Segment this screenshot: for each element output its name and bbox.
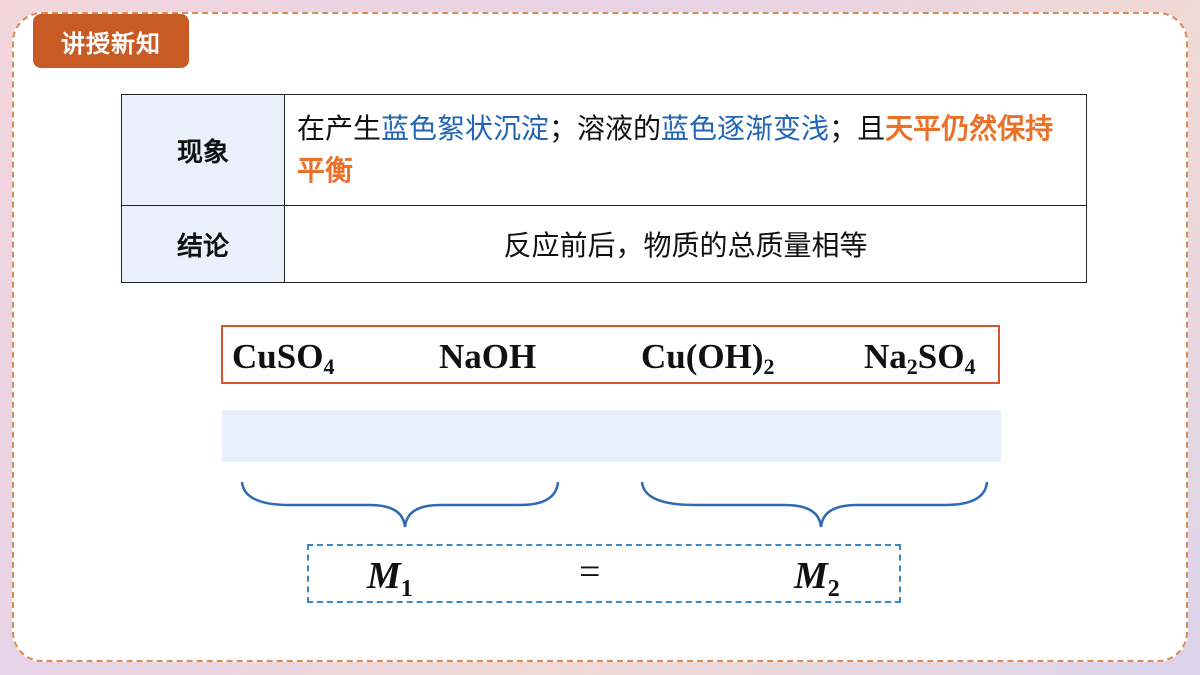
text-segment: ；且 [829, 112, 886, 146]
right-brace [640, 481, 989, 528]
formula-cuoh2: Cu(OH)2 [641, 337, 775, 379]
table-row: 结论 反应前后，物质的总质量相等 [121, 205, 1087, 283]
section-badge: 讲授新知 [33, 14, 189, 68]
left-brace [240, 481, 560, 528]
reaction-formula-box: CuSO4 NaOH Cu(OH)2 Na2SO4 [221, 325, 1000, 384]
text-segment: ；溶液的 [549, 112, 662, 146]
formula-cuso4: CuSO4 [232, 337, 335, 379]
mass-m1: M1 [367, 555, 413, 602]
row-header-conclusion: 结论 [121, 205, 285, 283]
conclusion-text: 反应前后，物质的总质量相等 [284, 205, 1087, 283]
formula-na2so4: Na2SO4 [864, 337, 976, 379]
table-row: 现象 在产生蓝色絮状沉淀；溶液的蓝色逐渐变浅；且天平仍然保持平衡 [121, 93, 1087, 207]
observation-table: 现象 在产生蓝色絮状沉淀；溶液的蓝色逐渐变浅；且天平仍然保持平衡 结论 反应前后… [121, 93, 1087, 283]
equals-sign: = [579, 551, 601, 593]
mass-equation-box: M1 = M2 [307, 544, 901, 603]
formula-naoh: NaOH [439, 337, 537, 376]
mass-m2: M2 [794, 555, 840, 602]
highlight-blue: 蓝色逐渐变浅 [661, 112, 830, 146]
answer-blank [222, 410, 1001, 462]
text-segment: 在产生 [297, 112, 382, 146]
highlight-blue: 蓝色絮状沉淀 [381, 112, 550, 146]
phenomenon-description: 在产生蓝色絮状沉淀；溶液的蓝色逐渐变浅；且天平仍然保持平衡 [284, 93, 1087, 207]
highlight-orange: 天平仍然保持平衡 [297, 112, 1054, 188]
